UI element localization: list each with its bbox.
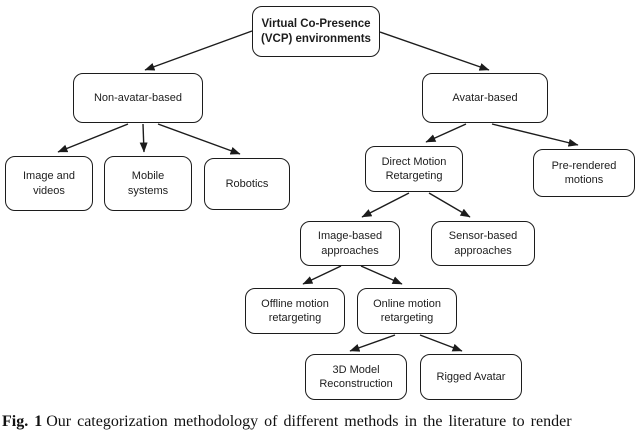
node-label: approaches <box>321 244 379 257</box>
node-direct-motion-retargeting: Direct Motion Retargeting <box>365 146 463 192</box>
edge-direct-sensorbased <box>428 192 471 218</box>
node-label: videos <box>33 184 65 197</box>
node-label: Pre-rendered <box>551 159 617 172</box>
node-image-and-videos: Image and videos <box>5 156 93 211</box>
node-avatar-based: Avatar-based <box>422 73 548 123</box>
node-label: Non-avatar-based <box>93 91 183 104</box>
edge-avatar-prerendered <box>491 123 579 147</box>
node-label: Virtual Co-Presence <box>261 18 371 30</box>
node-label: Sensor-based <box>448 230 518 242</box>
node-label: Retargeting <box>385 170 443 182</box>
node-non-avatar-based: Non-avatar-based <box>73 73 203 123</box>
node-label: motions <box>564 174 604 186</box>
edge-imagebased-offline <box>302 265 342 285</box>
node-image-based-approaches: Image-based approaches <box>300 221 400 266</box>
node-label: Mobile <box>131 170 165 182</box>
node-vcp-environments: Virtual Co-Presence (VCP) environments <box>252 6 380 57</box>
node-rigged-avatar: Rigged Avatar <box>420 354 522 400</box>
node-label: Reconstruction <box>319 378 393 390</box>
figure-caption-text: Our categorization methodology of differ… <box>46 413 572 430</box>
node-label: Rigged Avatar <box>436 370 506 383</box>
figure-caption-label: Fig. 1 <box>2 413 43 430</box>
node-label: retargeting <box>268 312 322 324</box>
edge-online-3dmodel <box>349 334 396 352</box>
edge-direct-imagebased <box>361 192 410 218</box>
edge-nonavatar-mobile <box>139 123 148 153</box>
node-mobile-systems: Mobile systems <box>104 156 192 211</box>
edge-avatar-directmotion <box>425 123 467 143</box>
edge-nonavatar-robotics <box>157 123 241 155</box>
edge-online-rigged <box>419 334 463 352</box>
node-label: systems <box>127 184 169 197</box>
node-label: Avatar-based <box>452 91 518 104</box>
node-label: Image-based <box>317 230 383 242</box>
node-online-motion-retargeting: Online motion retargeting <box>357 288 457 334</box>
node-robotics: Robotics <box>204 158 290 210</box>
edge-nonavatar-imagevid <box>57 123 129 153</box>
node-label: Robotics <box>225 177 269 190</box>
edge-root-avatar <box>379 31 490 71</box>
node-label: Image and <box>23 170 75 182</box>
node-sensor-based-approaches: Sensor-based approaches <box>431 221 535 266</box>
node-label: Direct Motion <box>381 155 447 168</box>
node-3d-model-reconstruction: 3D Model Reconstruction <box>305 354 407 400</box>
node-offline-motion-retargeting: Offline motion retargeting <box>245 288 345 334</box>
node-label: approaches <box>454 244 512 257</box>
node-pre-rendered-motions: Pre-rendered motions <box>533 149 635 197</box>
node-label: Offline motion <box>261 297 329 310</box>
edge-root-nonavatar <box>144 30 253 71</box>
edge-imagebased-online <box>360 265 403 285</box>
node-label: Online motion <box>373 297 441 310</box>
node-label: 3D Model <box>332 363 380 376</box>
node-label: (VCP) environments <box>261 32 371 45</box>
node-label: retargeting <box>380 312 434 324</box>
